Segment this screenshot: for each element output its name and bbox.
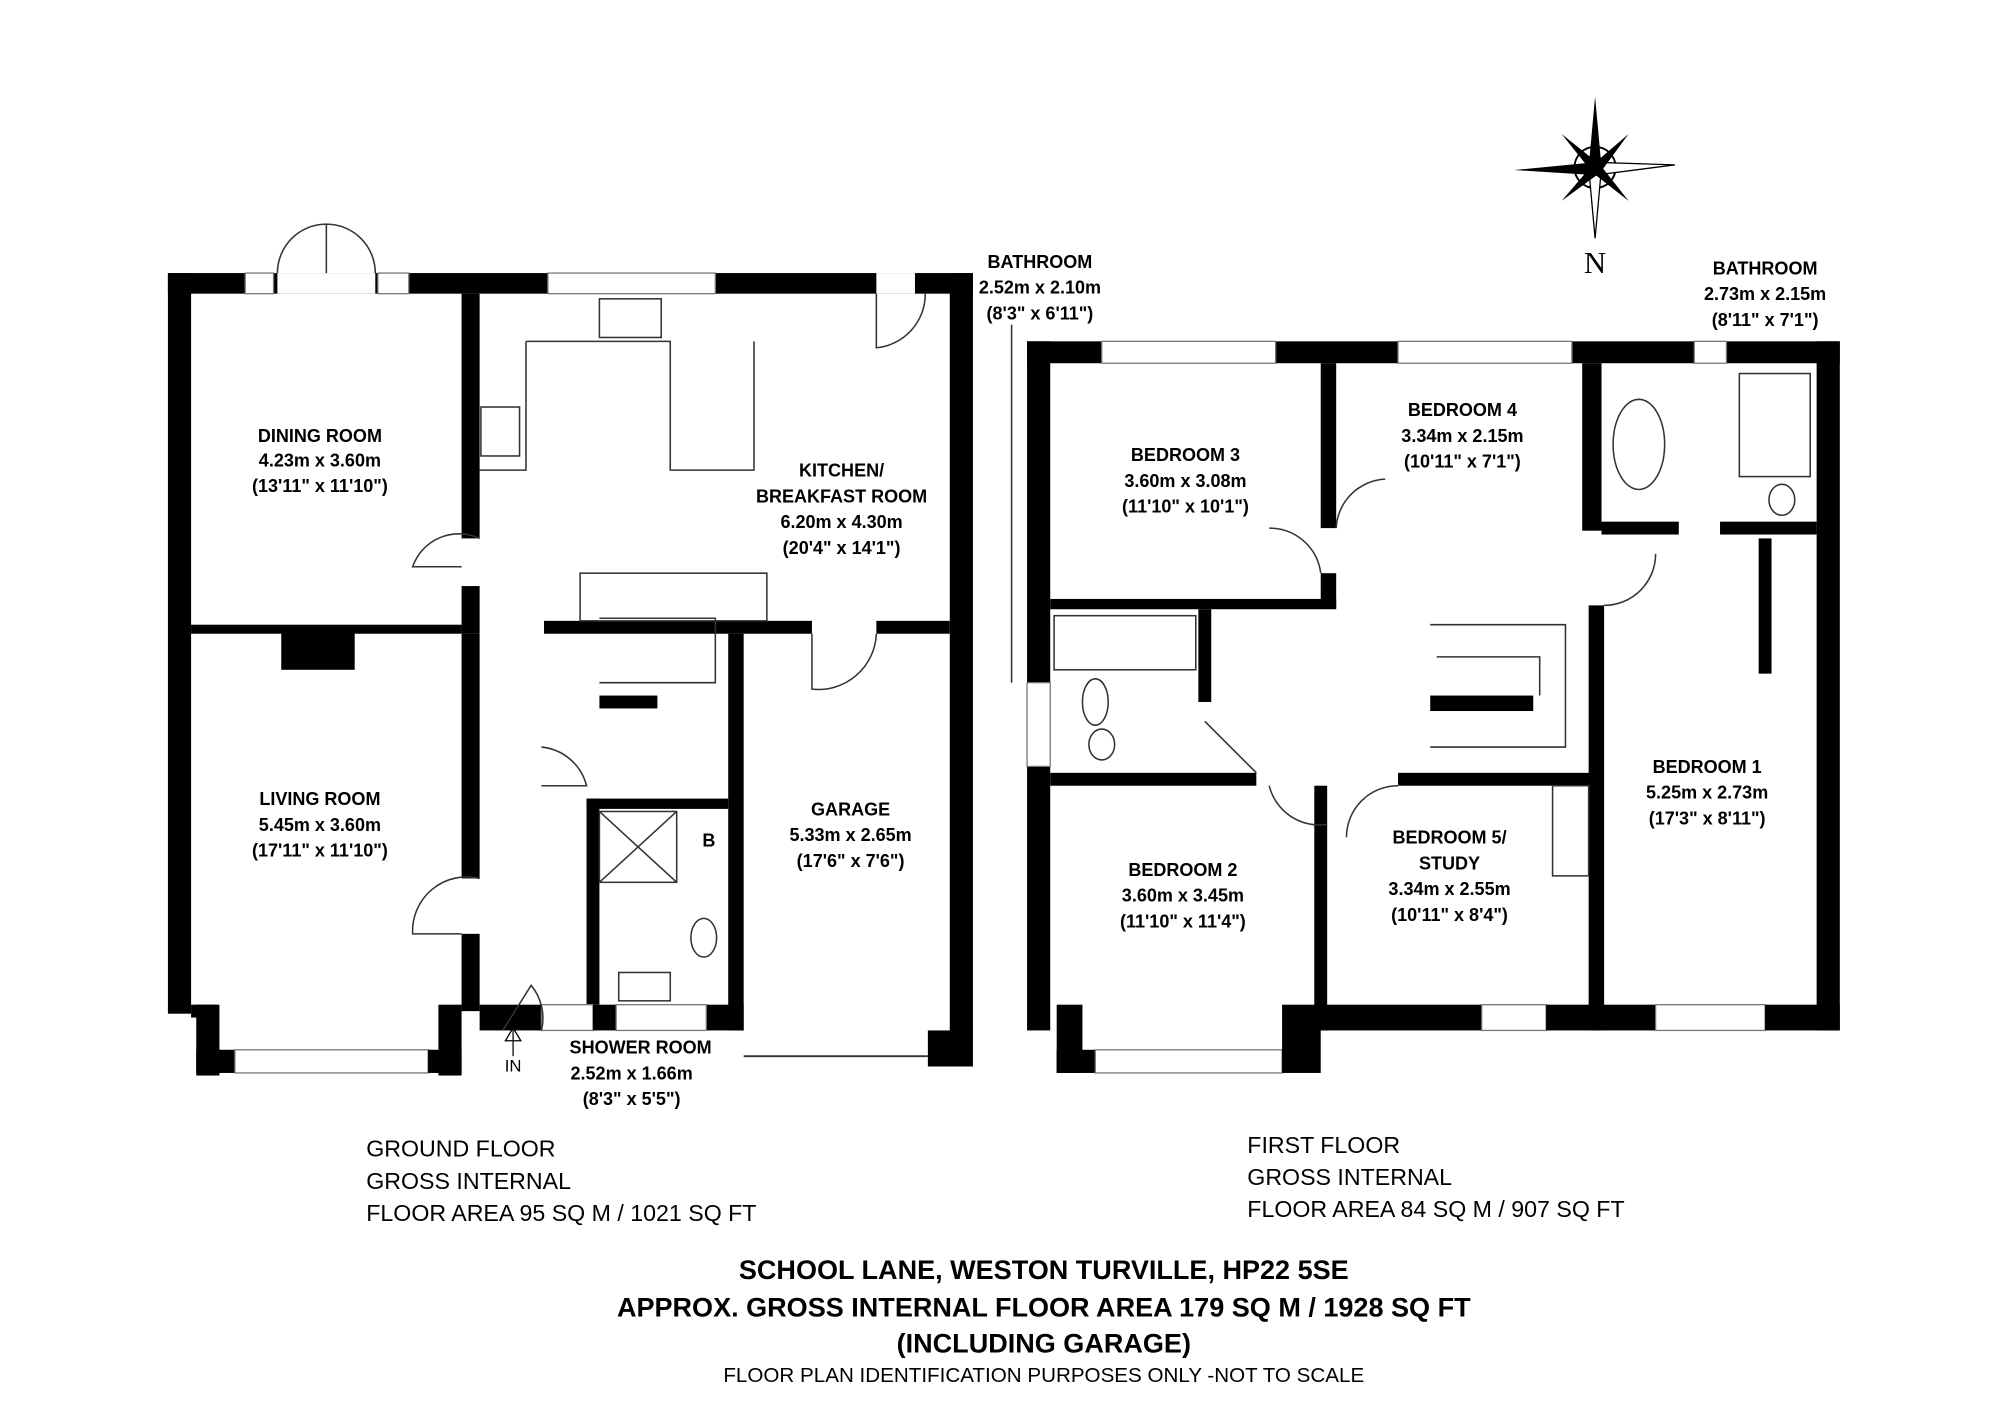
compass-north-label: N xyxy=(1584,245,1606,280)
bedroom-2-metric: 3.60m x 3.45m xyxy=(1122,886,1244,906)
bathroom-2-imperial: (8'11" x 7'1") xyxy=(1712,310,1819,330)
kitchen-imperial: (20'4" x 14'1") xyxy=(783,538,901,558)
shower-room-name: SHOWER ROOM xyxy=(570,1038,712,1058)
bedroom-1-metric: 5.25m x 2.73m xyxy=(1646,783,1768,803)
bedroom-3-imperial: (11'10" x 10'1") xyxy=(1122,497,1249,517)
bedroom-5-metric: 3.34m x 2.55m xyxy=(1388,879,1510,899)
dining-room-metric: 4.23m x 3.60m xyxy=(259,450,381,470)
kitchen-metric: 6.20m x 4.30m xyxy=(780,512,902,532)
kitchen-name: KITCHEN/ xyxy=(799,461,884,481)
first-floor-area-line-3: FLOOR AREA 84 SQ M / 907 SQ FT xyxy=(1247,1196,1624,1222)
living-room-imperial: (17'11" x 11'10") xyxy=(252,841,388,861)
bathroom-1-name: BATHROOM xyxy=(988,252,1093,272)
first-floor-area-line-2: GROSS INTERNAL xyxy=(1247,1164,1452,1190)
bedroom-3-metric: 3.60m x 3.08m xyxy=(1124,471,1246,491)
property-address: SCHOOL LANE, WESTON TURVILLE, HP22 5SE xyxy=(739,1255,1349,1285)
bathroom-2-name: BATHROOM xyxy=(1713,258,1818,278)
bedroom-2-name: BEDROOM 2 xyxy=(1128,860,1237,880)
bedroom-1-imperial: (17'3" x 8'11") xyxy=(1649,808,1766,828)
dining-room-imperial: (13'11" x 11'10") xyxy=(252,476,388,496)
bedroom-4-name: BEDROOM 4 xyxy=(1408,400,1517,420)
bedroom-5-imperial: (10'11" x 8'4") xyxy=(1391,905,1508,925)
bedroom-3-name: BEDROOM 3 xyxy=(1131,445,1240,465)
garage-name: GARAGE xyxy=(811,799,890,819)
disclaimer: FLOOR PLAN IDENTIFICATION PURPOSES ONLY … xyxy=(723,1364,1364,1387)
including-garage: (INCLUDING GARAGE) xyxy=(897,1328,1191,1358)
kitchen-name-2: BREAKFAST ROOM xyxy=(756,486,927,506)
ground-floor-walls xyxy=(167,223,973,1076)
living-room-metric: 5.45m x 3.60m xyxy=(259,815,381,835)
bedroom-1-name: BEDROOM 1 xyxy=(1653,757,1762,777)
bedroom-2-imperial: (11'10" x 11'4") xyxy=(1120,911,1246,931)
boiler-label: B xyxy=(702,830,715,850)
shower-room-metric: 2.52m x 1.66m xyxy=(571,1063,693,1083)
bathroom-1-metric: 2.52m x 2.10m xyxy=(979,278,1101,298)
ground-floor-area-line-2: GROSS INTERNAL xyxy=(366,1168,571,1194)
bedroom-5-name-2: STUDY xyxy=(1419,853,1480,873)
shower-room-imperial: (8'3" x 5'5") xyxy=(583,1089,681,1109)
garage-metric: 5.33m x 2.65m xyxy=(789,825,911,845)
bathroom-2-metric: 2.73m x 2.15m xyxy=(1704,284,1826,304)
bedroom-5-name: BEDROOM 5/ xyxy=(1392,828,1506,848)
entrance-label: IN xyxy=(505,1057,522,1076)
ground-floor-area-line-3: FLOOR AREA 95 SQ M / 1021 SQ FT xyxy=(366,1200,756,1226)
total-floor-area: APPROX. GROSS INTERNAL FLOOR AREA 179 SQ… xyxy=(617,1292,1471,1322)
bedroom-4-imperial: (10'11" x 7'1") xyxy=(1404,452,1521,472)
bathroom-1-imperial: (8'3" x 6'11") xyxy=(987,303,1094,323)
ground-floor-area-line-1: GROUND FLOOR xyxy=(366,1136,555,1162)
compass-rose-icon xyxy=(1513,96,1676,239)
garage-imperial: (17'6" x 7'6") xyxy=(797,851,905,871)
bedroom-4-metric: 3.34m x 2.15m xyxy=(1401,426,1523,446)
first-floor-walls xyxy=(1026,340,1840,1074)
dining-room-name: DINING ROOM xyxy=(258,426,382,446)
living-room-name: LIVING ROOM xyxy=(259,789,380,809)
first-floor-area-line-1: FIRST FLOOR xyxy=(1247,1132,1400,1158)
